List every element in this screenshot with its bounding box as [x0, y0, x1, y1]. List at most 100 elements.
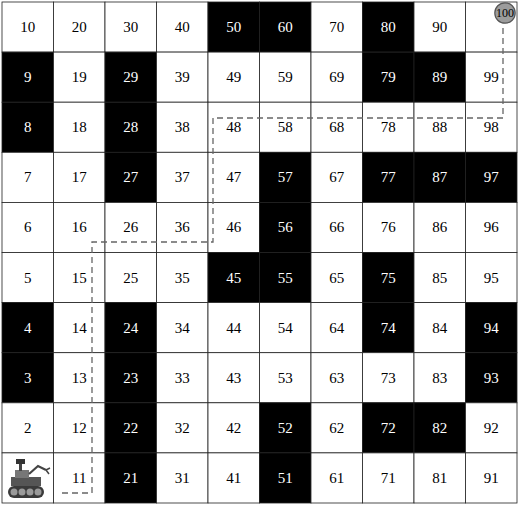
cell-number: 50 [225, 19, 242, 35]
grid-cell [105, 403, 157, 453]
grid-cell [260, 403, 312, 453]
grid-cell [157, 353, 209, 403]
cell-number: 25 [122, 270, 139, 286]
grid-cell [2, 152, 54, 202]
grid-cell [157, 453, 209, 503]
grid-cell [466, 353, 518, 403]
grid-cell [2, 102, 54, 152]
cell-number: 55 [277, 270, 294, 286]
cell-number: 75 [380, 270, 397, 286]
cell-number: 38 [174, 119, 191, 135]
grid-cell [414, 353, 466, 403]
grid-cell [208, 353, 260, 403]
cell-number: 71 [380, 470, 397, 486]
grid-cell [414, 303, 466, 353]
cell-number: 98 [483, 119, 500, 135]
grid-cell [466, 403, 518, 453]
cell-number: 94 [483, 320, 500, 336]
grid-cell [208, 453, 260, 503]
grid-cell [414, 2, 466, 52]
cell-number: 86 [431, 219, 448, 235]
grid-cell [414, 403, 466, 453]
grid-cell [54, 353, 106, 403]
grid-cell [466, 202, 518, 252]
grid-cell [260, 52, 312, 102]
cell-number: 49 [225, 69, 242, 85]
grid-cell [54, 253, 106, 303]
grid-cell [54, 2, 106, 52]
cell-number: 77 [380, 169, 397, 185]
cell-number: 57 [277, 169, 294, 185]
cell-number: 7 [23, 169, 33, 185]
cell-number: 37 [174, 169, 191, 185]
cell-number: 87 [431, 169, 448, 185]
grid-cell [363, 202, 415, 252]
cell-number: 42 [225, 420, 242, 436]
cell-number: 41 [225, 470, 242, 486]
cell-number: 29 [122, 69, 139, 85]
cell-number: 13 [71, 370, 88, 386]
grid-cell [208, 2, 260, 52]
cell-number: 40 [174, 19, 191, 35]
grid-cell [363, 152, 415, 202]
cell-number: 52 [277, 420, 294, 436]
grid-cell [363, 453, 415, 503]
goal-number: 100 [496, 6, 514, 20]
cell-number: 20 [71, 19, 88, 35]
grid-cell [260, 353, 312, 403]
cell-number: 32 [174, 420, 191, 436]
cell-number: 44 [225, 320, 242, 336]
grid-cell [363, 253, 415, 303]
cell-number: 82 [431, 420, 448, 436]
cell-number: 95 [483, 270, 500, 286]
cell-number: 68 [328, 119, 345, 135]
cell-number: 72 [380, 420, 397, 436]
grid-cell [54, 52, 106, 102]
cell-number: 15 [71, 270, 88, 286]
cell-number: 63 [328, 370, 345, 386]
cell-number: 10 [19, 19, 36, 35]
cell-number: 33 [174, 370, 191, 386]
cell-number: 19 [71, 69, 88, 85]
cell-number: 90 [431, 19, 448, 35]
grid-cell [466, 2, 518, 52]
grid-cell [105, 152, 157, 202]
cell-number: 76 [380, 219, 397, 235]
grid-cell [157, 202, 209, 252]
grid-cell [208, 253, 260, 303]
grid-cell [311, 52, 363, 102]
grid-cell [2, 303, 54, 353]
cell-number: 66 [328, 219, 345, 235]
cell-number: 64 [328, 320, 345, 336]
cell-number: 45 [225, 270, 242, 286]
cell-number: 97 [483, 169, 500, 185]
cell-number: 58 [277, 119, 294, 135]
grid-cell [466, 453, 518, 503]
grid-cell [260, 253, 312, 303]
cell-number: 96 [483, 219, 500, 235]
grid-cell [105, 2, 157, 52]
cell-number: 83 [431, 370, 448, 386]
cell-number: 34 [174, 320, 191, 336]
grid-cell [363, 2, 415, 52]
grid-cell [466, 52, 518, 102]
planned-path [62, 26, 503, 493]
cell-number: 53 [277, 370, 294, 386]
grid-cell [208, 403, 260, 453]
cell-number: 67 [328, 169, 345, 185]
cell-number: 11 [71, 470, 87, 486]
grid-cell [414, 102, 466, 152]
cell-number: 48 [225, 119, 242, 135]
grid-cell [311, 2, 363, 52]
cell-number: 35 [174, 270, 191, 286]
grid-cell [2, 403, 54, 453]
cell-number: 12 [71, 420, 88, 436]
grid-cell [208, 52, 260, 102]
grid-cell [311, 353, 363, 403]
cell-number: 51 [277, 470, 294, 486]
grid-cell [157, 253, 209, 303]
grid-cell [2, 253, 54, 303]
cell-number: 99 [483, 69, 500, 85]
grid-cell [2, 52, 54, 102]
cell-number: 17 [71, 169, 88, 185]
